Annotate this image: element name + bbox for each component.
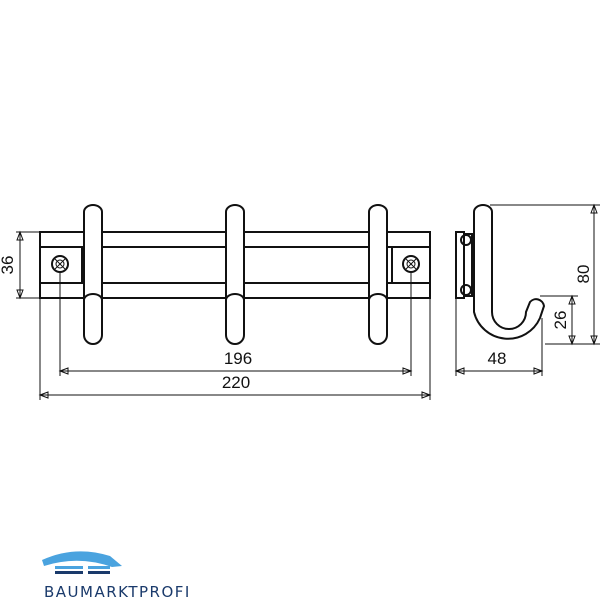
dimension-hole-spacing: 196 — [58, 272, 413, 376]
dimension-hole-spacing-label: 196 — [224, 349, 252, 368]
hook-front-2 — [225, 204, 245, 345]
logo-bar-3 — [55, 571, 83, 574]
side-screw-top — [460, 234, 472, 246]
dimension-overall-width-label: 220 — [222, 373, 250, 392]
dimension-hook-height-label: 80 — [574, 265, 593, 284]
side-view — [455, 204, 546, 340]
logo-bar-4 — [88, 571, 110, 574]
side-rail — [463, 233, 473, 297]
logo-text: BAUMARKTPROFI — [44, 583, 191, 600]
dimension-overall-width: 220 — [38, 298, 432, 400]
brand-logo: BAUMARKTPROFI — [42, 551, 191, 600]
dimension-hook-tip-height: 26 — [540, 294, 578, 346]
dimension-depth-label: 48 — [488, 349, 507, 368]
screw-right — [402, 255, 420, 273]
side-hook — [473, 204, 546, 340]
dimension-hook-tip-height-label: 26 — [551, 311, 570, 330]
hook-front-1 — [83, 204, 103, 345]
side-screw-bottom — [460, 284, 472, 296]
dimension-depth: 48 — [454, 298, 544, 376]
dimension-height-label: 36 — [0, 256, 17, 275]
side-wall-plate — [455, 231, 465, 299]
dimension-hook-height: 80 — [490, 203, 600, 346]
logo-roof-icon — [42, 551, 122, 567]
dimension-height: 36 — [0, 230, 40, 300]
front-view — [39, 204, 431, 345]
logo-bar-2 — [88, 566, 110, 569]
logo-bar-1 — [55, 566, 83, 569]
screw-left — [51, 255, 69, 273]
hook-front-3 — [368, 204, 388, 345]
